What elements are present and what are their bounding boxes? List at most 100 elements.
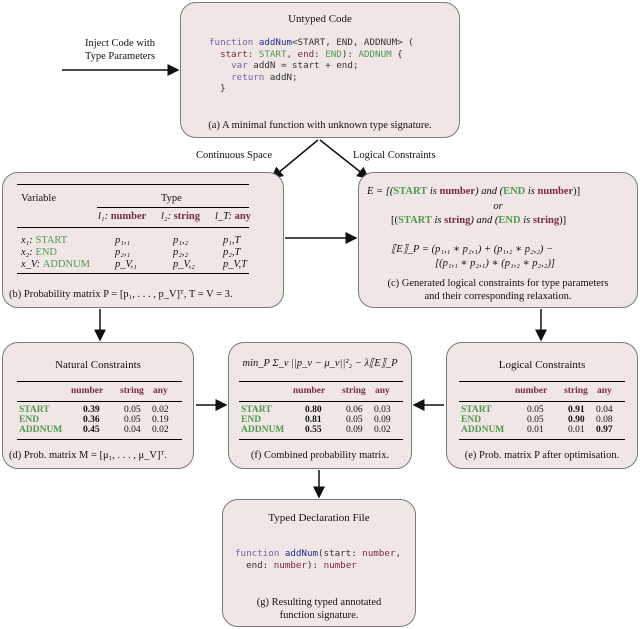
- table-cell: 0.05: [527, 405, 544, 415]
- code-token: , end:: [286, 48, 326, 60]
- box-caption: (b) Probability matrix P = [p₁, . . . , …: [9, 289, 233, 300]
- constraint-line-3: [(START is string) and (END is string)]: [391, 215, 567, 226]
- code-token: start:: [220, 48, 259, 60]
- table-cell: 0.05: [527, 415, 544, 425]
- table-cell: 0.05: [124, 415, 141, 425]
- table-row: x_V: ADDNUM: [21, 259, 91, 270]
- box-caption: (a) A minimal function with unknown type…: [208, 120, 432, 131]
- table-cell: 0.02: [152, 425, 169, 435]
- natural-constraints-box: Natural Constraints number string any ST…: [2, 342, 194, 469]
- logical-constraints-box: E = [(START is number) and (END is numbe…: [358, 172, 638, 308]
- arrow-to-constraints: [319, 139, 370, 179]
- constraint-or: or: [493, 201, 503, 212]
- row-label: START: [241, 405, 272, 415]
- table-cell: 0.91: [568, 405, 585, 415]
- table-cell: p₁,₂: [173, 235, 189, 246]
- table-cell: 0.06: [346, 405, 363, 415]
- table-cell: 0.05: [346, 415, 363, 425]
- table-cell: 0.08: [596, 415, 613, 425]
- relaxation-line-2: [(p₁,₁ ∗ p₂,₁) ∗ (p₁,₂ ∗ p₂,₂)]: [435, 258, 556, 269]
- box-caption: (f) Combined probability matrix.: [250, 450, 390, 461]
- code-token: ):: [341, 48, 359, 60]
- code-token: function: [209, 37, 254, 48]
- type-column-3: l_T: any: [215, 211, 251, 222]
- type-column-1: l₁: number: [98, 211, 147, 222]
- table-cell: 0.03: [374, 405, 391, 415]
- table-cell: 0.90: [568, 415, 585, 425]
- table-cell: p₂,₂: [173, 247, 189, 258]
- column-header: any: [153, 386, 168, 396]
- untyped-code-block: function addNum<START, END, ADDNUM> ( st…: [209, 37, 414, 95]
- code-token: var: [231, 60, 248, 72]
- code-token: addNum: [284, 548, 319, 559]
- table-cell: 0.01: [568, 425, 585, 435]
- table-cell: 0.05: [124, 405, 141, 415]
- column-header: string: [120, 386, 144, 396]
- probability-matrix-box: Variable Type l₁: number l₂: string l_T:…: [2, 172, 284, 308]
- box-title: Logical Constraints: [498, 359, 586, 371]
- code-token: START: [258, 48, 287, 60]
- code-token: ,: [395, 548, 402, 559]
- column-header: number: [515, 386, 548, 396]
- row-label: START: [461, 405, 492, 415]
- table-cell: 0.97: [596, 425, 613, 435]
- column-header: string: [564, 386, 588, 396]
- table-cell: 0.55: [305, 425, 322, 435]
- optimised-matrix-box: Logical Constraints number string any ST…: [446, 342, 638, 469]
- code-token: <START, END, ADDNUM> (: [292, 37, 414, 48]
- box-caption: (c) Generated logical constraints for ty…: [387, 278, 609, 302]
- row-label: ADDNUM: [461, 425, 505, 435]
- table-cell: 0.09: [346, 425, 363, 435]
- row-label: START: [19, 405, 50, 415]
- arrow-to-prob: [270, 139, 319, 179]
- row-label: END: [19, 415, 40, 425]
- code-token: addN;: [264, 71, 298, 83]
- table-cell: 0.04: [124, 425, 141, 435]
- table-cell: p_V,₂: [173, 259, 195, 270]
- box-title: Natural Constraints: [55, 359, 141, 371]
- code-token: }: [220, 83, 226, 95]
- table-cell: 0.02: [152, 405, 169, 415]
- box-title: Untyped Code: [288, 13, 352, 25]
- table-row: x₂: END: [21, 247, 58, 258]
- code-token: (start:: [318, 548, 363, 559]
- objective-formula: min_P Σ_v ||p_v − μ_v||²₂ − λ⟦E⟧_P: [242, 358, 398, 369]
- edge-label-continuous: Continuous Space: [196, 150, 273, 161]
- column-header: number: [71, 386, 104, 396]
- column-header: any: [375, 386, 390, 396]
- row-label: ADDNUM: [241, 425, 285, 435]
- code-token: function: [235, 548, 280, 559]
- code-token: addN = start + end;: [247, 60, 359, 72]
- table-cell: p_V,T: [223, 259, 248, 270]
- table-cell: p₁,T: [223, 235, 241, 246]
- column-header: number: [293, 386, 326, 396]
- box-title: Typed Declaration File: [268, 512, 370, 524]
- code-token: {: [391, 48, 403, 60]
- box-caption: (g) Resulting typed annotated function s…: [256, 597, 382, 621]
- code-token: number: [323, 559, 357, 571]
- relaxation-line-1: ⟦E⟧_P = (p₁,₁ ∗ p₂,₁) + (p₁,₂ ∗ p₂,₂) −: [391, 244, 554, 255]
- table-row: x₁: START: [21, 235, 68, 246]
- header-variable: Variable: [21, 193, 56, 204]
- code-token: number: [362, 548, 396, 559]
- row-label: END: [241, 415, 262, 425]
- box-caption: (d) Prob. matrix M = [μ₁, . . . , μ_V]ᵀ.: [9, 450, 167, 461]
- type-column-2: l₂: string: [161, 211, 200, 222]
- code-token: END: [325, 48, 342, 60]
- code-token: number: [273, 559, 307, 571]
- table-cell: 0.80: [305, 405, 322, 415]
- box-caption: (e) Prob. matrix P after optimisation.: [464, 450, 620, 461]
- header-type: Type: [161, 193, 182, 204]
- table-cell: 0.39: [83, 405, 100, 415]
- table-cell: 0.45: [83, 425, 100, 435]
- table-cell: p₁,₁: [115, 235, 131, 246]
- table-cell: 0.09: [374, 415, 391, 425]
- typed-code-block: function addNum(start: number, end: numb…: [235, 548, 401, 571]
- code-token: ADDNUM: [358, 48, 392, 60]
- table-cell: p_V,₁: [115, 259, 137, 270]
- table-cell: 0.04: [596, 405, 613, 415]
- row-label: ADDNUM: [19, 425, 63, 435]
- constraint-line-1: E = [(START is number) and (END is numbe…: [367, 186, 581, 197]
- column-header: string: [342, 386, 366, 396]
